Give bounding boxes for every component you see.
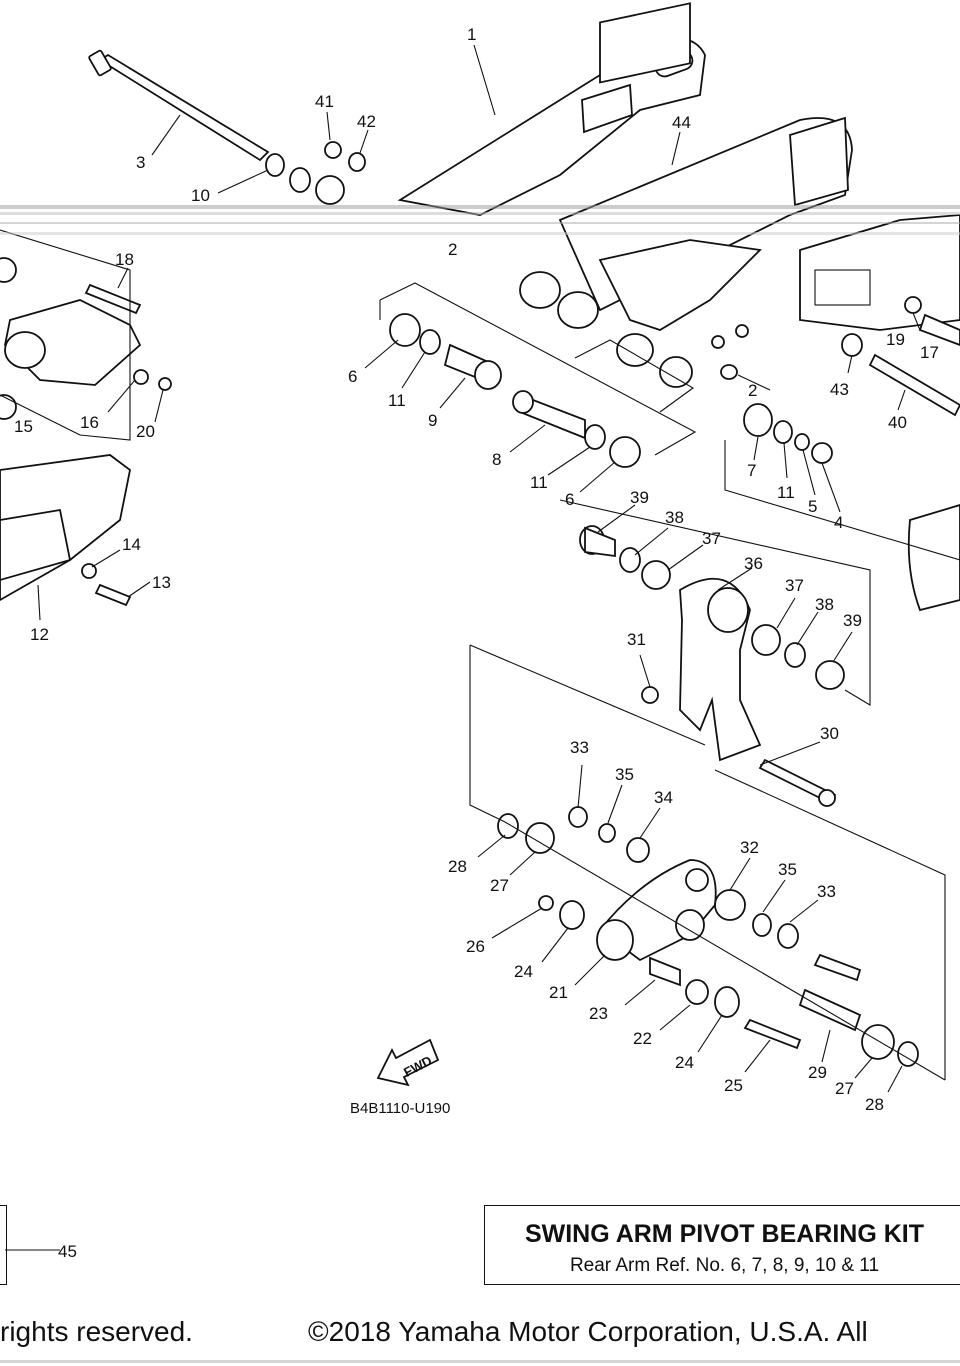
callout-label: 37: [785, 576, 804, 595]
callout-label: 24: [675, 1053, 694, 1072]
kit-callout-box: SWING ARM PIVOT BEARING KIT Rear Arm Ref…: [484, 1205, 960, 1285]
callout-label: 33: [570, 738, 589, 757]
callout-label: 15: [14, 417, 33, 436]
callout-label: 6: [565, 490, 574, 509]
kit-title: SWING ARM PIVOT BEARING KIT: [524, 1220, 925, 1248]
callout-label: 27: [490, 876, 509, 895]
callout-label: 16: [80, 413, 99, 432]
callout-label: 6: [348, 367, 357, 386]
callout-label: 26: [466, 937, 485, 956]
callout-label: 34: [654, 788, 673, 807]
callout-label: 11: [388, 391, 406, 410]
pivot-shaft-drawing: [88, 49, 270, 162]
callout-label: 38: [665, 508, 684, 527]
callout-label: 19: [886, 330, 905, 349]
callout-label: 14: [122, 535, 141, 554]
callout-label: 42: [357, 112, 376, 131]
callout-label: 17: [920, 343, 939, 362]
callout-label: 28: [448, 857, 467, 876]
callout-label: 22: [633, 1029, 652, 1048]
callout-label: 45: [58, 1242, 77, 1261]
callout-label: 21: [549, 983, 568, 1002]
callout-label: 39: [843, 611, 862, 630]
callout-label: 39: [630, 488, 649, 507]
callout-label: 38: [815, 595, 834, 614]
callout-label: 9: [428, 411, 437, 430]
callout-label: 2: [748, 381, 757, 400]
callout-label: 10: [191, 186, 210, 205]
callout-label: 25: [724, 1076, 743, 1095]
reference-outlines: [0, 229, 960, 1081]
callout-label: 27: [835, 1079, 854, 1098]
callout-label: 11: [530, 473, 548, 492]
callout-label: 44: [672, 113, 691, 132]
callout-label: 35: [778, 860, 797, 879]
forward-direction-arrow: FWD: [376, 1038, 440, 1087]
scan-noise: [0, 205, 960, 1363]
callout-label: 36: [744, 554, 763, 573]
callout-label: 33: [817, 882, 836, 901]
leader-lines: [5, 44, 921, 1251]
kit-reference-box-left: [0, 1205, 7, 1285]
callout-label: 28: [865, 1095, 884, 1114]
kit-subtitle: Rear Arm Ref. No. 6, 7, 8, 9, 10 & 11: [569, 1255, 880, 1276]
callout-label: 20: [136, 422, 155, 441]
callout-label: 7: [747, 461, 756, 480]
callout-label: 3: [136, 153, 145, 172]
callout-label: 8: [492, 450, 501, 469]
swing-arm-drawing: [0, 2, 960, 612]
callout-label: 41: [315, 92, 334, 111]
callout-label: 35: [615, 765, 634, 784]
callout-label: 30: [820, 724, 839, 743]
callout-label: 1: [467, 25, 476, 44]
callout-label: 11: [777, 483, 795, 502]
callout-label: 23: [589, 1004, 608, 1023]
callout-label: 12: [30, 625, 49, 644]
figure-code: B4B1110-U190: [350, 1100, 451, 1117]
callout-label: 32: [740, 838, 759, 857]
callout-label: 13: [152, 573, 171, 592]
callout-label: 37: [702, 529, 721, 548]
callout-numbers: 1 2 3 4 5 6 7 8 9 10 11 12 13 14 15 16 1…: [14, 25, 939, 1261]
callout-label: 24: [514, 962, 533, 981]
callout-label: 43: [830, 380, 849, 399]
callout-label: 5: [808, 497, 817, 516]
callout-label: 4: [834, 513, 843, 532]
callout-label: 2: [448, 240, 457, 259]
callout-label: 31: [627, 630, 646, 649]
callout-label: 18: [115, 250, 134, 269]
bearing-parts-drawing: [81, 141, 960, 1067]
footer-rights-text: rights reserved.: [0, 1316, 193, 1347]
footer-copyright-text: ©2018 Yamaha Motor Corporation, U.S.A. A…: [308, 1316, 868, 1347]
callout-label: 29: [808, 1063, 827, 1082]
callout-label: 40: [888, 413, 907, 432]
